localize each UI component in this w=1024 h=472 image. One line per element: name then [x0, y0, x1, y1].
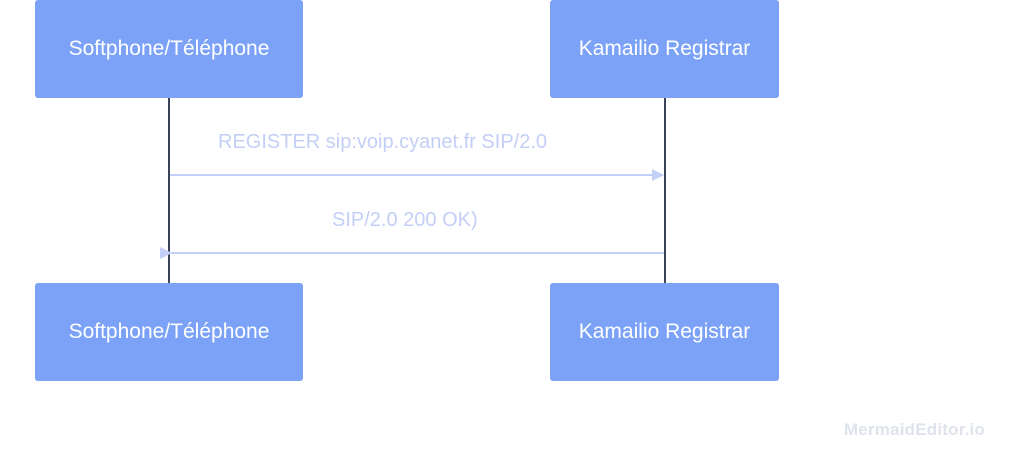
participant-client-top-label: Softphone/Téléphone — [68, 37, 270, 60]
participant-server-top-label: Kamailio Registrar — [578, 37, 751, 60]
lifeline-client — [168, 98, 170, 283]
watermark: MermaidEditor.io — [843, 420, 985, 439]
participant-client-bottom-label: Softphone/Téléphone — [68, 320, 270, 343]
message-ok-label: SIP/2.0 200 OK) — [332, 209, 478, 231]
participant-server-bottom-label: Kamailio Registrar — [578, 320, 751, 343]
participant-client-bottom: Softphone/Téléphone — [35, 283, 303, 381]
lifeline-server — [664, 98, 666, 283]
participant-server-bottom: Kamailio Registrar — [550, 283, 779, 381]
participant-server-top: Kamailio Registrar — [550, 0, 779, 98]
participant-client-top: Softphone/Téléphone — [35, 0, 303, 98]
message-register-label: REGISTER sip:voip.cyanet.fr SIP/2.0 — [218, 131, 548, 153]
